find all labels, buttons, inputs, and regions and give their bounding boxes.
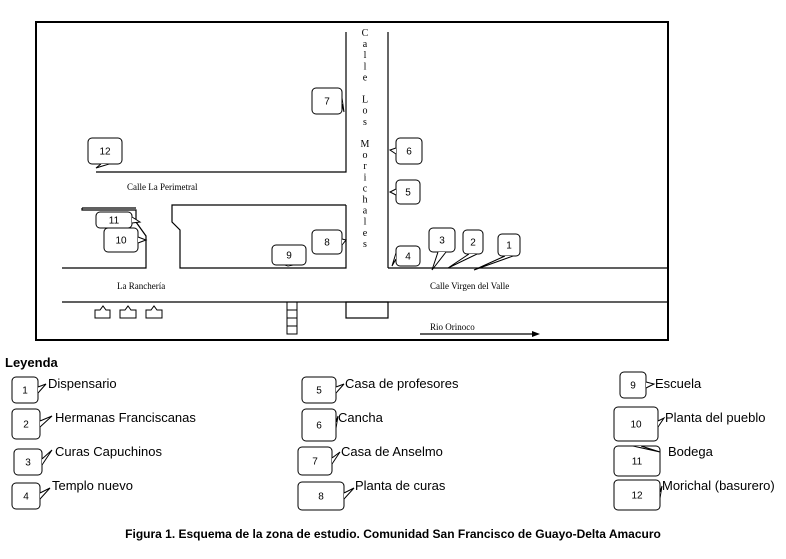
callout-number: 12: [99, 147, 111, 158]
legend-label-10: Planta del pueblo: [665, 410, 766, 425]
callout-number: 3: [439, 236, 445, 247]
street-lines: [62, 32, 668, 319]
callout-number: 4: [23, 492, 29, 503]
legend-marker-6: 6: [301, 408, 339, 442]
river-arrow-icon: [420, 331, 540, 337]
callout-number: 9: [286, 251, 292, 262]
callout-number: 1: [22, 386, 28, 397]
legend-marker-5: 5: [301, 376, 345, 404]
legend-label-9: Escuela: [655, 376, 702, 391]
figure-caption: Figura 1. Esquema de la zona de estudio.…: [125, 527, 661, 541]
map-marker-1: 1: [473, 233, 521, 271]
callout-number: 2: [23, 420, 29, 431]
map-marker-9: 9: [271, 244, 307, 267]
callout-number: 1: [506, 241, 512, 252]
legend-marker-4: 4: [11, 482, 51, 510]
legend-label-2: Hermanas Franciscanas: [55, 410, 196, 425]
river-label: Rio Orinoco: [430, 322, 475, 332]
map-marker-7: 7: [311, 87, 345, 115]
legend-label-11: Bodega: [668, 444, 713, 459]
map-marker-11: 11: [95, 211, 142, 229]
callout-number: 11: [109, 216, 120, 227]
legend-marker-7: 7: [297, 446, 341, 476]
street-label-perimetral: Calle La Perimetral: [127, 182, 198, 192]
map-frame: [35, 21, 669, 341]
street-label-virgen: Calle Virgen del Valle: [430, 281, 509, 291]
map-marker-4: 4: [391, 245, 421, 267]
boat-icon: [94, 305, 111, 319]
legend-marker-12: 12: [613, 479, 663, 511]
legend-marker-2: 2: [11, 408, 53, 440]
callout-number: 12: [631, 491, 643, 502]
callout-number: 7: [324, 97, 330, 108]
street-label-rancheria: La Ranchería: [117, 281, 165, 291]
callout-number: 5: [316, 386, 322, 397]
dock-ladder: [286, 301, 298, 335]
boat-icon: [145, 305, 163, 319]
callout-number: 10: [115, 236, 127, 247]
map-marker-2: 2: [447, 229, 484, 269]
legend-label-3: Curas Capuchinos: [55, 444, 162, 459]
legend-label-6: Cancha: [338, 410, 383, 425]
legend-label-1: Dispensario: [48, 376, 117, 391]
map-marker-12: 12: [87, 137, 123, 169]
legend-marker-1: 1: [11, 376, 47, 404]
legend-label-8: Planta de curas: [355, 478, 446, 493]
callout-number: 10: [630, 420, 642, 431]
map-marker-6: 6: [388, 137, 423, 165]
legend-marker-3: 3: [13, 448, 53, 476]
callout-number: 11: [632, 457, 643, 468]
boat-icon: [119, 305, 137, 319]
map-marker-8: 8: [311, 229, 347, 255]
map-marker-3: 3: [428, 227, 456, 271]
callout-number: 7: [312, 457, 318, 468]
callout-number: 4: [405, 252, 411, 263]
legend-title: Leyenda: [5, 355, 58, 370]
callout-number: 6: [316, 421, 322, 432]
legend-label-12: Morichal (basurero): [662, 478, 775, 493]
legend-marker-11: 11: [613, 445, 661, 477]
callout-number: 8: [324, 238, 330, 249]
callout-number: 5: [405, 188, 411, 199]
callout-number: 3: [25, 458, 31, 469]
callout-number: 6: [406, 147, 412, 158]
legend-marker-8: 8: [297, 481, 355, 511]
callout-number: 9: [630, 381, 636, 392]
legend-label-4: Templo nuevo: [52, 478, 133, 493]
map-marker-10: 10: [103, 227, 148, 253]
legend-marker-10: 10: [613, 406, 666, 442]
boats: [94, 305, 163, 319]
callout-number: 2: [470, 238, 476, 249]
callout-number: 8: [318, 492, 324, 503]
legend-label-5: Casa de profesores: [345, 376, 459, 391]
legend-marker-9: 9: [619, 371, 656, 399]
map-marker-5: 5: [388, 179, 421, 205]
legend-label-7: Casa de Anselmo: [341, 444, 443, 459]
